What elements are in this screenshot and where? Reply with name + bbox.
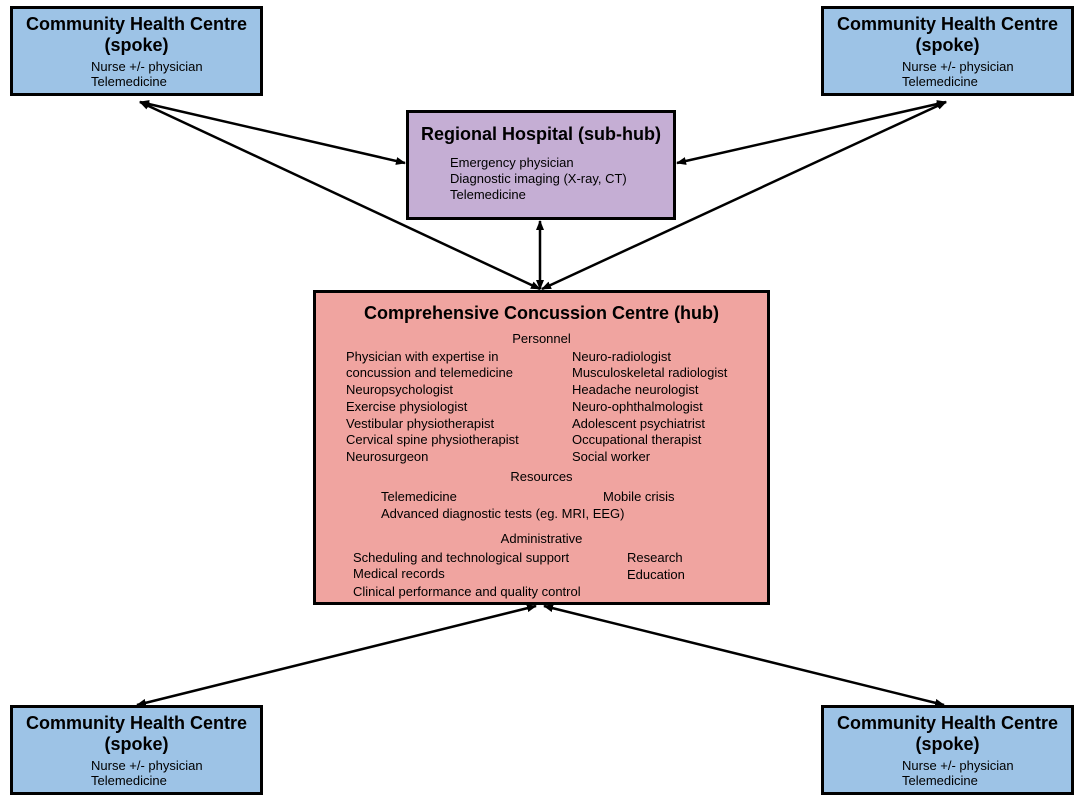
administrative-heading: Administrative xyxy=(500,531,583,546)
personnel-item: Neuropsychologist xyxy=(346,382,453,397)
comprehensive-concussion-centre-hub: Comprehensive Concussion Centre (hub) Pe… xyxy=(313,290,770,605)
sub-hub-item: Emergency physician xyxy=(450,155,574,170)
regional-hospital-sub-hub: Regional Hospital (sub-hub) Emergency ph… xyxy=(406,110,676,220)
personnel-item: Exercise physiologist xyxy=(346,399,468,414)
admin-item: Clinical performance and quality control xyxy=(353,584,581,599)
personnel-item: Vestibular physiotherapist xyxy=(346,416,495,431)
resources-heading: Resources xyxy=(510,469,573,484)
personnel-item: Headache neurologist xyxy=(572,382,699,397)
spoke-top-left: Community Health Centre (spoke) Nurse +/… xyxy=(10,6,263,96)
spoke-item: Telemedicine xyxy=(902,773,978,788)
sub-hub-title: Regional Hospital (sub-hub) xyxy=(421,124,661,144)
spoke-item: Telemedicine xyxy=(91,74,167,89)
spoke-item: Nurse +/- physician xyxy=(91,59,203,74)
spoke-item: Telemedicine xyxy=(91,773,167,788)
personnel-item: Neurosurgeon xyxy=(346,449,429,464)
admin-item: Scheduling and technological support xyxy=(353,550,570,565)
resource-item: Telemedicine xyxy=(381,489,457,504)
arrow-spoke-tl-to-subhub xyxy=(139,100,406,165)
spoke-title: Community Health Centre (spoke) xyxy=(25,14,248,55)
personnel-heading: Personnel xyxy=(512,331,571,346)
arrow-hub-to-spoke-bl xyxy=(136,604,537,707)
spoke-bottom-right: Community Health Centre (spoke) Nurse +/… xyxy=(821,705,1074,795)
personnel-item: Musculoskeletal radiologist xyxy=(572,365,728,380)
personnel-item: Adolescent psychiatrist xyxy=(572,416,705,431)
sub-hub-item: Telemedicine xyxy=(450,187,526,202)
personnel-item: Social worker xyxy=(572,449,651,464)
personnel-item: Neuro-ophthalmologist xyxy=(572,399,703,414)
sub-hub-item: Diagnostic imaging (X-ray, CT) xyxy=(450,171,627,186)
arrow-spoke-tr-to-hub xyxy=(541,100,947,291)
arrow-spoke-tr-to-subhub xyxy=(676,100,947,165)
spoke-title: Community Health Centre (spoke) xyxy=(836,713,1059,754)
hub-title: Comprehensive Concussion Centre (hub) xyxy=(363,303,720,323)
arrow-hub-to-spoke-br xyxy=(543,604,945,707)
personnel-item: Cervical spine physiotherapist xyxy=(346,432,519,447)
admin-item: Education xyxy=(627,567,685,582)
admin-item: Medical records xyxy=(353,566,445,581)
spoke-item: Nurse +/- physician xyxy=(902,758,1014,773)
personnel-item: Neuro-radiologist xyxy=(572,349,671,364)
resource-item: Advanced diagnostic tests (eg. MRI, EEG) xyxy=(381,506,625,521)
arrow-spoke-tl-to-hub xyxy=(139,100,541,291)
personnel-item: concussion and telemedicine xyxy=(346,365,513,380)
spoke-bottom-left: Community Health Centre (spoke) Nurse +/… xyxy=(10,705,263,795)
resource-item: Mobile crisis xyxy=(603,489,675,504)
personnel-item: Physician with expertise in xyxy=(346,349,499,364)
personnel-item: Occupational therapist xyxy=(572,432,702,447)
spoke-item: Telemedicine xyxy=(902,74,978,89)
spoke-title: Community Health Centre (spoke) xyxy=(25,713,248,754)
spoke-top-right: Community Health Centre (spoke) Nurse +/… xyxy=(821,6,1074,96)
spoke-item: Nurse +/- physician xyxy=(902,59,1014,74)
spoke-title: Community Health Centre (spoke) xyxy=(836,14,1059,55)
admin-item: Research xyxy=(627,550,683,565)
spoke-item: Nurse +/- physician xyxy=(91,758,203,773)
